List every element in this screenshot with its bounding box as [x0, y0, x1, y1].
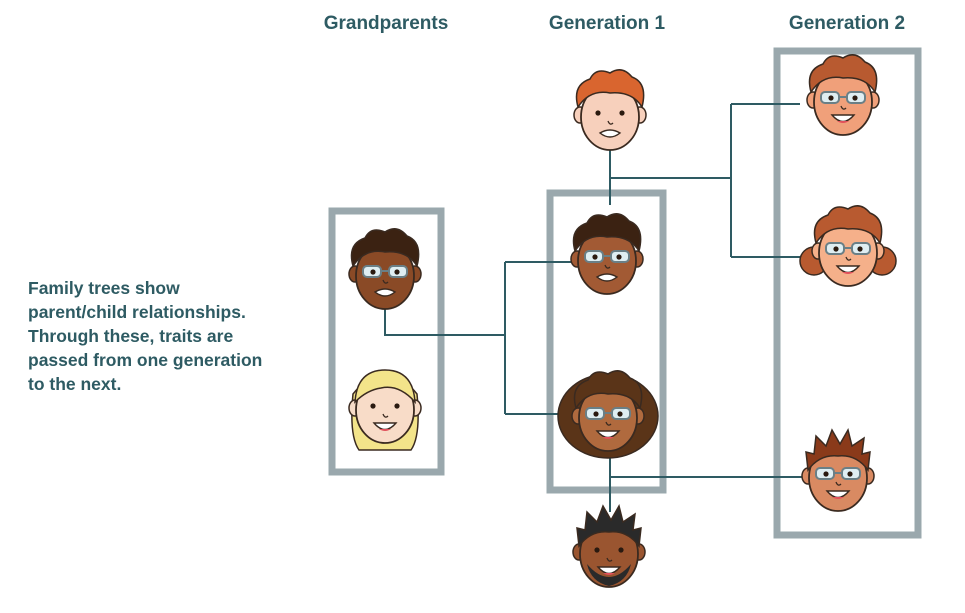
gen1-daughter-face: [570, 213, 644, 295]
grandmother-hair-top: [354, 369, 416, 405]
generation-1-heading: Generation 1: [548, 13, 666, 34]
caption: Family trees show parent/child relations…: [28, 276, 318, 396]
in-law-mother-beard: [587, 564, 631, 586]
in-law-father-face: [573, 69, 647, 151]
caption-line-3: Through these, traits are: [28, 326, 234, 346]
gen2-child-3-hair-top: [805, 428, 871, 472]
gen2-child-2-hair-top: [813, 205, 883, 245]
in-law-mother-face: [572, 504, 646, 588]
gen2-child-2-face: [799, 205, 897, 287]
gen2-child-3-face: [801, 428, 875, 512]
gen2-child-1-hair-top: [808, 54, 878, 94]
grandparents-heading: Grandparents: [323, 13, 449, 34]
generation-2-box: [773, 47, 922, 539]
caption-line-1: Family trees show: [28, 278, 180, 298]
gen1-daughter-hair-top: [572, 213, 642, 253]
grandparents-box: [328, 207, 445, 476]
in-law-father-mouth: [598, 129, 622, 138]
generation-2-heading: Generation 2: [788, 13, 906, 34]
gen2-child-1-face: [806, 54, 880, 136]
couple-1-to-children: [610, 103, 800, 258]
generation-1-box: [546, 189, 667, 494]
in-law-mother-hair-top: [576, 504, 642, 548]
grandfather-face: [348, 228, 422, 310]
caption-line-4: passed from one generation: [28, 350, 263, 370]
grandfather-hair-top: [350, 228, 420, 268]
in-law-father-hair-top: [575, 69, 645, 109]
caption-line-2: parent/child relationships.: [28, 302, 246, 322]
gen1-son-hair-top: [573, 370, 643, 410]
grandfather-mouth: [373, 288, 397, 297]
grandmother-face: [348, 369, 422, 451]
gen1-daughter-mouth: [595, 273, 619, 282]
caption-line-5: to the next.: [28, 374, 122, 394]
gen1-son-face: [557, 370, 659, 459]
